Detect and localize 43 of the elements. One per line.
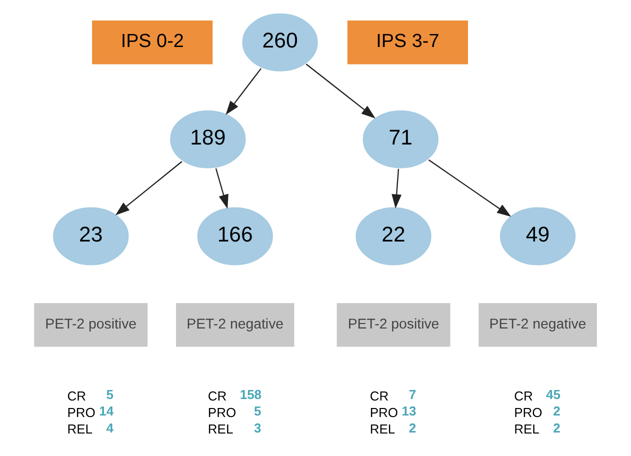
node-box: IPS 3-7 [347,20,468,64]
label: REL [514,421,540,436]
node-box: PET-2 positive [34,303,148,347]
label: CR [208,388,227,404]
label: CR [67,388,86,404]
node-ellipse: 49 [498,206,577,266]
label: PRO [514,404,542,420]
label: 158 [240,387,262,402]
label: CR [514,388,533,404]
arrow [428,159,512,217]
node-ellipse: 23 [52,206,130,266]
label: 2 [553,420,560,436]
label: 45 [546,387,560,402]
label: REL [370,421,396,436]
label: 2 [408,420,416,436]
label: PRO [208,404,236,420]
node-box: PET-2 positive [336,303,450,347]
label: CR [370,388,389,404]
label: REL [208,421,234,436]
node-ellipse: 189 [168,109,247,170]
label: 14 [99,404,114,419]
label: 7 [408,387,416,402]
node-ellipse: 166 [196,206,274,266]
arrow [306,64,376,118]
label: PRO [67,404,96,420]
node-box: PET-2 negative [176,303,294,347]
label: REL [67,421,93,436]
label: 5 [106,387,114,402]
label: PRO [370,404,398,420]
node-box: PET-2 negative [478,303,597,347]
node-ellipse: 71 [362,109,440,170]
arrow [392,168,402,209]
label: 2 [553,404,560,419]
label: 4 [106,420,114,436]
arrow [215,168,228,209]
node-ellipse: 260 [241,12,320,73]
node-box: IPS 0-2 [92,20,213,64]
label: 5 [254,404,262,419]
arrow [226,68,262,115]
label: 3 [254,420,262,436]
node-ellipse: 22 [354,206,433,266]
label: 13 [402,404,416,419]
arrow [115,161,182,216]
